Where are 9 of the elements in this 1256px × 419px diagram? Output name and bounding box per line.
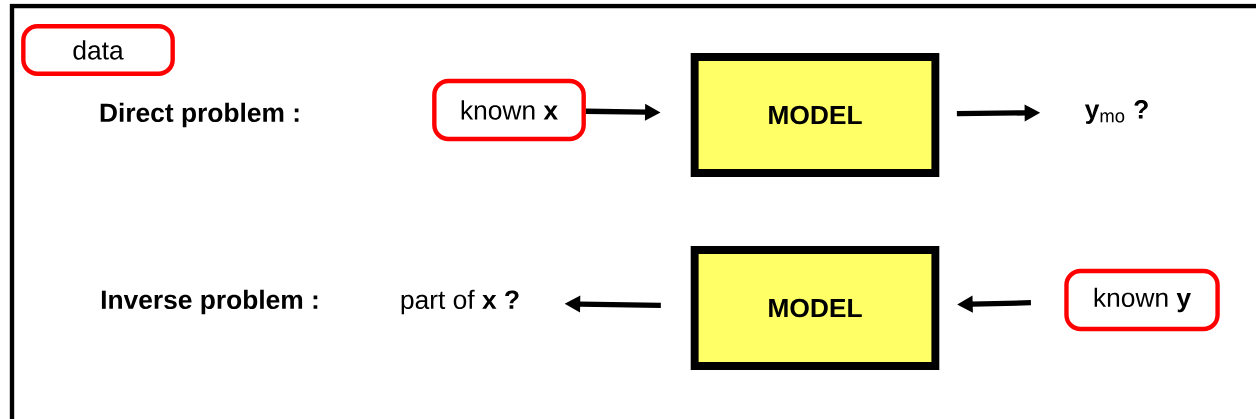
model-box: MODEL — [690, 246, 940, 370]
model-box: MODEL — [690, 53, 940, 177]
row-label: Direct problem : — [100, 102, 299, 128]
data-box: data — [21, 24, 175, 76]
input-box: known x — [432, 78, 586, 142]
input-box: known y — [1064, 268, 1220, 332]
row-label: Inverse problem : — [101, 289, 318, 315]
output-text: part of x ? — [401, 289, 519, 315]
output-text: y$_{mo}$ ? — [1084, 100, 1148, 124]
